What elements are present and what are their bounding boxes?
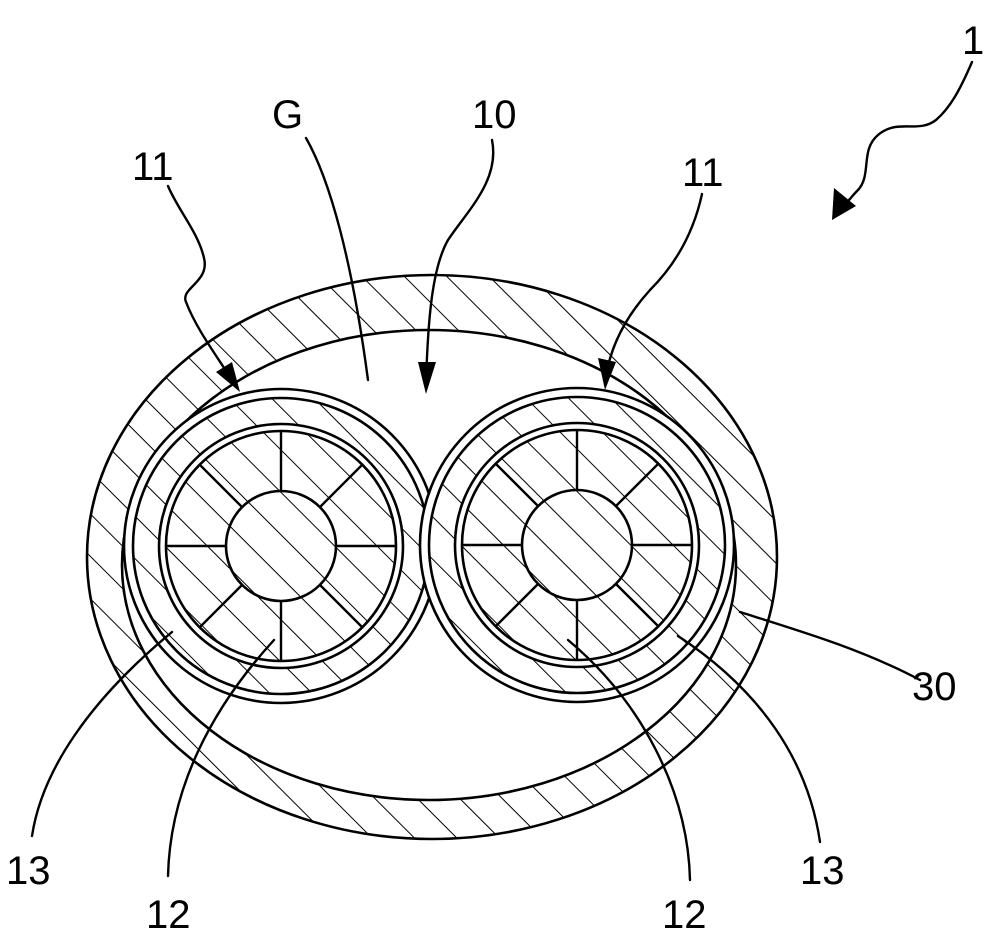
label-wire-left: 11 — [132, 145, 174, 189]
right-insulated-wire — [420, 388, 734, 702]
label-insulation-left: 13 — [6, 849, 51, 893]
label-wire-right: 11 — [682, 151, 724, 195]
label-conductor-left: 12 — [146, 893, 191, 937]
label-insulation-right: 13 — [800, 849, 845, 893]
right-conductor-strands — [462, 430, 692, 660]
left-insulated-wire — [124, 389, 438, 703]
label-gap: G — [272, 93, 303, 137]
arrowhead-cable — [832, 188, 856, 220]
label-pair: 10 — [472, 93, 517, 137]
left-conductor-strands — [166, 431, 396, 661]
label-cable: 1 — [962, 19, 984, 63]
label-sheath: 30 — [912, 665, 957, 709]
label-conductor-right: 12 — [662, 893, 707, 937]
leader-cable — [838, 62, 972, 214]
